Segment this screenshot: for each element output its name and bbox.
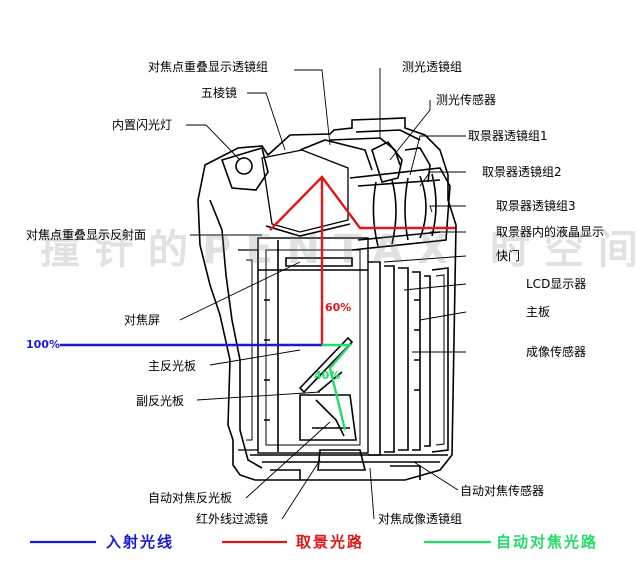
label-viewfinder-lens-2: 取景器透镜组2: [482, 165, 562, 179]
label-lcd-display: LCD显示器: [526, 277, 587, 291]
label-image-sensor: 成像传感器: [526, 345, 587, 359]
leader-lines: [179, 68, 467, 520]
viewfinder-percentage: 60%: [325, 301, 352, 314]
label-shutter: 快门: [496, 249, 521, 263]
label-metering-sensor: 测光传感器: [436, 93, 497, 107]
label-metering-lens: 测光透镜组: [402, 60, 463, 74]
autofocus-ray: [322, 343, 353, 431]
label-af-superimpose-lens: 对焦点重叠显示透镜组: [148, 60, 269, 74]
camera-body-outline: [197, 117, 457, 481]
label-built-in-flash: 内置闪光灯: [112, 118, 173, 132]
label-af-reflector: 自动对焦反光板: [148, 491, 233, 505]
legend-viewfinder-label: 取景光路: [296, 533, 365, 551]
label-focusing-screen: 对焦屏: [124, 313, 161, 327]
label-ir-filter: 红外线过滤镜: [196, 512, 269, 526]
label-viewfinder-lcd: 取景器内的液晶显示: [496, 225, 605, 239]
autofocus-percentage: 40%: [314, 369, 341, 382]
legend-autofocus-label: 自动对焦光路: [496, 533, 599, 551]
label-main-board: 主板: [526, 305, 551, 319]
label-main-mirror: 主反光板: [148, 359, 197, 373]
label-af-superimpose-reflector: 对焦点重叠显示反射面: [26, 228, 147, 242]
label-af-imaging-lens: 对焦成像透镜组: [378, 512, 463, 526]
label-viewfinder-lens-3: 取景器透镜组3: [496, 199, 576, 213]
light-paths: [60, 175, 455, 431]
watermark: 撞针的PENTAX 时空间: [40, 227, 640, 273]
legend-incident-label: 入射光线: [106, 533, 175, 551]
label-viewfinder-lens-1: 取景器透镜组1: [468, 129, 548, 143]
label-pentaprism: 五棱镜: [201, 86, 238, 100]
incident-percentage: 100%: [26, 338, 60, 351]
label-af-sensor: 自动对焦传感器: [460, 484, 545, 498]
viewfinder-ray: [269, 175, 455, 345]
label-sub-mirror: 副反光板: [136, 394, 185, 408]
